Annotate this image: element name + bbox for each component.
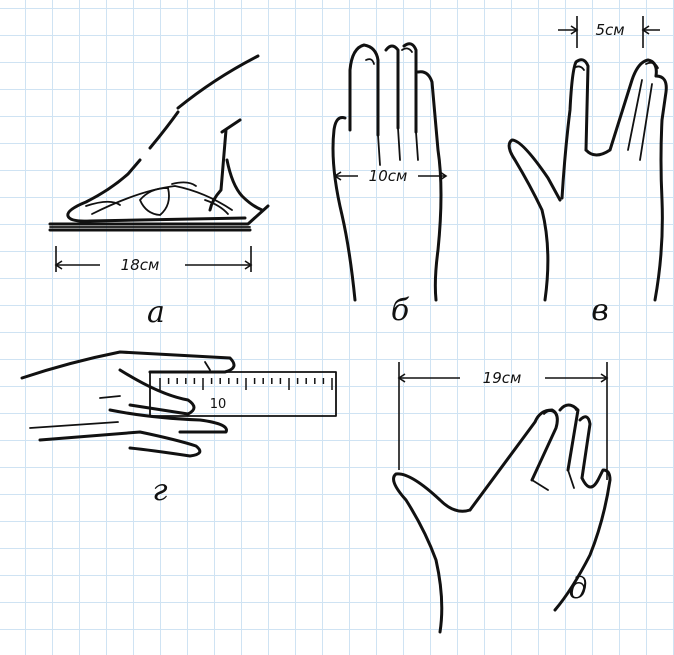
panel-b-dimension: 10см [335,167,446,185]
panel-a-measure: 18см [121,256,160,274]
panel-b: 10см б [333,44,446,328]
panel-v-hand-drawing [509,60,666,300]
panel-g-ruler-ticks [160,378,332,390]
panel-v: 5см в [509,16,666,328]
panel-d-measure: 19см [483,369,522,387]
panel-v-label: в [591,293,608,328]
panel-b-label: б [391,293,410,328]
panel-d: 19см д [394,362,610,632]
panel-g: 10 г [22,352,336,508]
panel-v-dimension: 5см [558,16,660,48]
panel-b-measure: 10см [369,167,408,185]
panel-g-ruler-number: 10 [210,397,227,412]
panel-d-label: д [568,571,587,606]
panel-a-hand-drawing [68,56,262,221]
panel-g-ruler: 10 [150,372,336,416]
panel-g-label: г [152,473,167,508]
panel-a: 18см а [50,56,268,330]
panel-g-hand-drawing [22,352,234,456]
panel-a-dimension: 18см [56,246,251,274]
panel-v-measure: 5см [595,21,624,39]
panel-a-label: а [147,295,165,330]
